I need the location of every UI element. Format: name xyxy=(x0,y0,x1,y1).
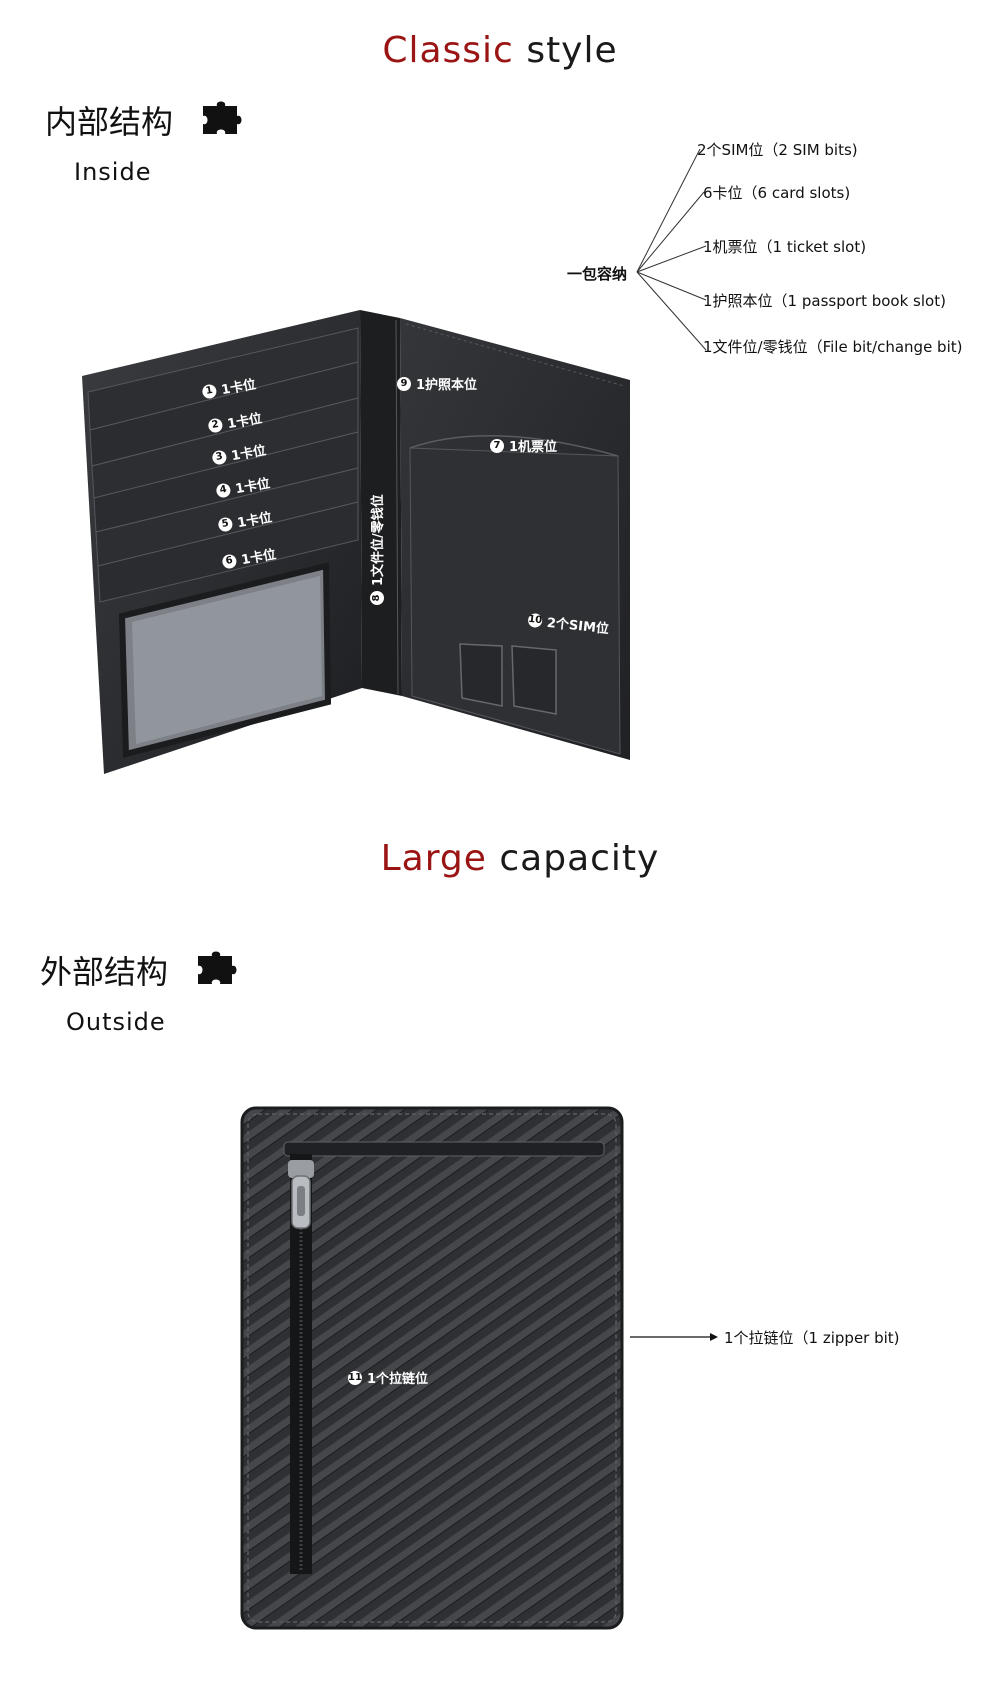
spec-zipper: 1个拉链位（1 zipper bit) xyxy=(724,1329,900,1347)
spec-sim: 2个SIM位（2 SIM bits) xyxy=(697,141,858,159)
spec-fan-lines xyxy=(636,148,707,351)
outside-title-cn: 外部结构 xyxy=(40,953,169,991)
capacity-hub-label: 一包容纳 xyxy=(567,265,628,283)
capacity-title-red: Large xyxy=(380,838,487,879)
puzzle-icon xyxy=(203,101,242,134)
spec-ticket: 1机票位（1 ticket slot) xyxy=(703,238,867,256)
spec-cards: 6卡位（6 card slots) xyxy=(703,184,851,202)
outside-title-en: Outside xyxy=(66,1008,166,1036)
zipper-spec-arrow xyxy=(630,1333,718,1341)
hero-title-black: style xyxy=(526,30,618,71)
inside-title-cn: 内部结构 xyxy=(45,103,174,141)
hero-title-classic: Classic style xyxy=(0,30,1000,71)
spec-file: 1文件位/零钱位（File bit/change bit) xyxy=(703,338,963,356)
puzzle-icon xyxy=(198,951,237,984)
inside-title-en: Inside xyxy=(74,158,152,186)
hero-title-red: Classic xyxy=(382,30,514,71)
spec-passport: 1护照本位（1 passport book slot) xyxy=(703,292,946,310)
wallet-outside-image xyxy=(240,1106,624,1630)
capacity-title-black: capacity xyxy=(499,838,660,879)
hero-title-capacity: Large capacity xyxy=(20,838,1000,879)
